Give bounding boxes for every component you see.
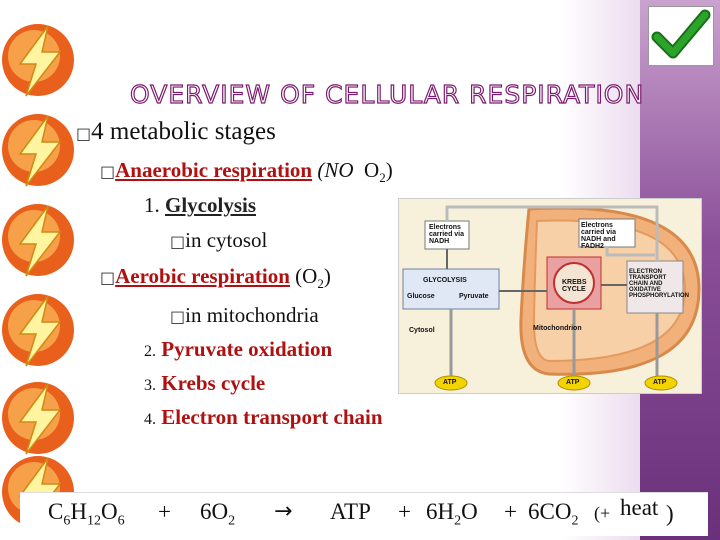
o2-subscript: 2: [379, 170, 386, 186]
eq-heat-open: (+: [594, 503, 611, 523]
lightning-bolt-icon: [2, 114, 74, 187]
bullet-anaerobic: □Anaerobic respiration (NO O2): [100, 158, 393, 186]
label-etc: ELECTRON TRANSPORT CHAIN AND OXIDATIVE P…: [629, 269, 690, 299]
o2-subscript: 2: [317, 276, 324, 292]
close-paren: ): [385, 158, 393, 182]
bullet-stages: □4 metabolic stages: [76, 118, 276, 146]
eq-o: O: [100, 499, 118, 524]
eq-sub: 2: [228, 513, 236, 529]
aerobic-label: Aerobic respiration: [115, 264, 290, 288]
respiration-diagram: Electrons carried via NADH Electrons car…: [398, 198, 702, 394]
anaerobic-label: Anaerobic respiration: [115, 158, 313, 182]
label-glucose: Glucose: [407, 293, 435, 300]
label-pyruvate: Pyruvate: [459, 293, 489, 300]
stage-glycolysis: 1. Glycolysis: [144, 193, 256, 218]
eq-sub: 2: [571, 513, 579, 529]
label-krebs-cycle: KREBS CYCLE: [562, 279, 587, 293]
respiration-equation: C6H12O6 + 6O2 → ATP + 6H2O + 6CO2 (+ hea…: [20, 492, 708, 536]
stage-number: 2.: [144, 343, 156, 360]
bullet-aerobic: □Aerobic respiration (O2): [100, 264, 331, 292]
slide-title: OVERVIEW OF CELLULAR RESPIRATION: [129, 79, 645, 109]
etc-label: Electron transport chain: [161, 405, 383, 429]
eq-co: 6CO: [528, 499, 572, 524]
square-bullet-icon: □: [76, 124, 92, 143]
eq-plus: +: [398, 499, 411, 524]
eq-o: O: [461, 499, 478, 524]
square-bullet-icon: □: [100, 268, 116, 287]
label-atp: ATP: [443, 379, 457, 386]
stage-pyruvate: 2. Pyruvate oxidation: [144, 337, 332, 362]
bullet-text: 4 metabolic stages: [91, 118, 276, 145]
eq-sub: 2: [454, 513, 462, 529]
glycolysis-label: Glycolysis: [165, 193, 257, 217]
square-bullet-icon: □: [170, 307, 186, 326]
eq-h: H: [70, 499, 87, 524]
bullet-cytosol: □in cytosol: [170, 228, 267, 253]
stage-number: 3.: [144, 377, 156, 394]
stage-number: 4.: [144, 411, 156, 428]
label-mitochondrion: Mitochondrion: [533, 325, 582, 332]
lightning-bolt-icon: [2, 382, 74, 455]
o2-symbol: O: [364, 158, 380, 182]
eq-co2: 6CO2: [528, 499, 578, 530]
eq-water: 6H2O: [426, 499, 478, 530]
lightning-bolt-icon: [2, 24, 74, 97]
anaerobic-note: (NO: [317, 158, 354, 182]
stage-etc: 4. Electron transport chain: [144, 405, 383, 430]
eq-h2: 6H: [426, 499, 455, 524]
eq-sub: 12: [86, 513, 101, 529]
eq-heat: heat: [620, 495, 659, 520]
label-atp: ATP: [566, 379, 580, 386]
square-bullet-icon: □: [100, 162, 116, 181]
lightning-bolt-icon: [2, 204, 74, 277]
pyruvate-label: Pyruvate oxidation: [161, 337, 333, 361]
eq-plus: +: [158, 499, 171, 524]
eq-sub: 6: [63, 513, 71, 529]
checkmark-icon: [651, 9, 711, 59]
eq-c: C: [48, 499, 64, 524]
label-atp: ATP: [653, 379, 667, 386]
cytosol-text: in cytosol: [185, 228, 268, 252]
square-bullet-icon: □: [170, 232, 186, 251]
lightning-bolt-icon: [2, 294, 74, 367]
eq-arrow-icon: →: [274, 499, 293, 524]
mitochondria-text: in mitochondria: [185, 303, 319, 327]
stage-krebs: 3. Krebs cycle: [144, 371, 265, 396]
eq-heat-close: ): [666, 501, 674, 526]
eq-sub: 6: [117, 513, 125, 529]
bullet-mitochondria: □in mitochondria: [170, 303, 319, 328]
label-electrons-nadh: Electrons carried via NADH: [429, 224, 465, 245]
eq-glucose: C6H12O6: [48, 499, 125, 530]
eq-atp: ATP: [330, 499, 371, 524]
label-electrons-fadh: Electrons carried via NADH and FADH2: [581, 222, 617, 250]
label-glycolysis: GLYCOLYSIS: [423, 277, 467, 284]
eq-plus: +: [504, 499, 517, 524]
aerobic-open: (O: [295, 264, 318, 288]
close-paren: ): [323, 264, 331, 288]
eq-o2: 6O: [200, 499, 229, 524]
krebs-label: Krebs cycle: [161, 371, 266, 395]
diagram-graphics: [402, 205, 701, 391]
stage-number: 1.: [144, 193, 160, 217]
eq-oxygen: 6O2: [200, 499, 235, 530]
label-cytosol: Cytosol: [409, 327, 435, 334]
checkmark-box: [648, 6, 714, 66]
